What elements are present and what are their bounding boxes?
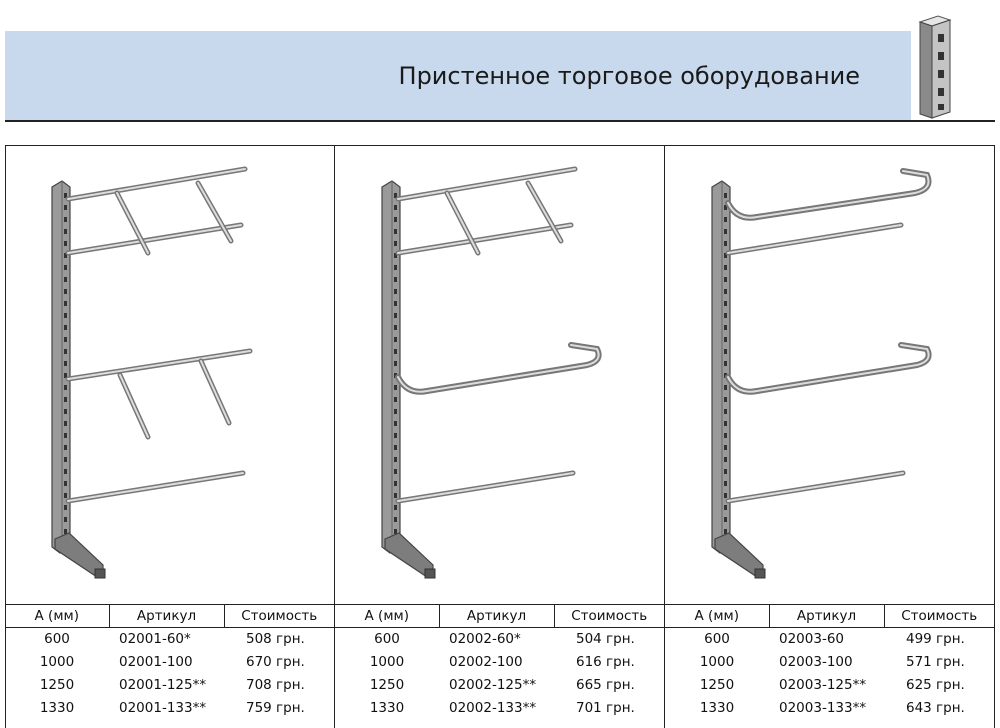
price-cell: 508 грн. bbox=[246, 631, 305, 648]
article-cell: 02001-100 bbox=[119, 654, 193, 670]
article-cell: 02001-60* bbox=[119, 631, 191, 648]
size-cell: 600 bbox=[44, 631, 70, 648]
column-header-size: А (мм) bbox=[335, 604, 439, 628]
header-divider bbox=[5, 120, 995, 122]
price-cell: 759 грн. bbox=[246, 700, 305, 716]
price-cell: 625 грн. bbox=[906, 677, 965, 693]
price-cell: 701 грн. bbox=[576, 700, 635, 716]
size-cell: 1330 bbox=[39, 700, 75, 716]
price-cell: 571 грн. bbox=[906, 654, 965, 670]
table-row: 600 02001-60* 508 грн. bbox=[5, 628, 334, 651]
size-cell: 1000 bbox=[699, 654, 735, 670]
price-cell: 499 грн. bbox=[906, 631, 965, 648]
size-cell: 600 bbox=[374, 631, 400, 648]
table-row: 1250 02002-125** 665 грн. bbox=[335, 674, 664, 697]
table-row: 1330 02001-133** 759 грн. bbox=[5, 697, 334, 720]
article-cell: 02003-133** bbox=[779, 700, 867, 716]
header-band bbox=[5, 31, 911, 120]
article-cell: 02002-100 bbox=[449, 654, 523, 670]
upright-rack-icon bbox=[918, 15, 952, 119]
price-cell: 665 грн. bbox=[576, 677, 635, 693]
column-header-article: Артикул bbox=[438, 604, 554, 628]
article-cell: 02003-125** bbox=[779, 677, 867, 693]
column-header-article: Артикул bbox=[768, 604, 884, 628]
catalog-frame bbox=[5, 145, 995, 728]
column-header-size: А (мм) bbox=[665, 604, 769, 628]
size-cell: 1330 bbox=[369, 700, 405, 716]
price-cell: 504 грн. bbox=[576, 631, 635, 648]
size-cell: 1330 bbox=[699, 700, 735, 716]
article-cell: 02002-125** bbox=[449, 677, 537, 693]
column-header-price: Стоимость bbox=[223, 604, 334, 628]
column-header-article: Артикул bbox=[108, 604, 224, 628]
table-row: 600 02003-60 499 грн. bbox=[665, 628, 994, 651]
table-row: 1000 02003-100 571 грн. bbox=[665, 651, 994, 674]
price-cell: 708 грн. bbox=[246, 677, 305, 693]
size-cell: 1250 bbox=[369, 677, 405, 693]
table-row: 1250 02003-125** 625 грн. bbox=[665, 674, 994, 697]
column-header-size: А (мм) bbox=[5, 604, 109, 628]
table-row: 600 02002-60* 504 грн. bbox=[335, 628, 664, 651]
size-cell: 600 bbox=[704, 631, 730, 648]
article-cell: 02003-60 bbox=[779, 631, 844, 648]
price-table-3: А (мм) Артикул Стоимость 600 02003-60 49… bbox=[665, 604, 994, 720]
column-header-price: Стоимость bbox=[883, 604, 994, 628]
article-cell: 02003-100 bbox=[779, 654, 853, 670]
price-table-1: А (мм) Артикул Стоимость 600 02001-60* 5… bbox=[5, 604, 334, 720]
product-panel-3: А (мм) Артикул Стоимость 600 02003-60 49… bbox=[664, 145, 994, 728]
size-cell: 1250 bbox=[39, 677, 75, 693]
size-cell: 1250 bbox=[699, 677, 735, 693]
size-cell: 1000 bbox=[39, 654, 75, 670]
product-panel-2: А (мм) Артикул Стоимость 600 02002-60* 5… bbox=[334, 145, 664, 728]
price-table-2: А (мм) Артикул Стоимость 600 02002-60* 5… bbox=[335, 604, 664, 720]
product-panel-1: А (мм) Артикул Стоимость 600 02001-60* 5… bbox=[5, 145, 335, 728]
wall-rack-illustration-3 bbox=[711, 168, 932, 579]
page-title: Пристенное торговое оборудование bbox=[398, 62, 860, 90]
price-cell: 616 грн. bbox=[576, 654, 635, 670]
article-cell: 02002-60* bbox=[449, 631, 521, 648]
table-row: 1330 02002-133** 701 грн. bbox=[335, 697, 664, 720]
column-header-price: Стоимость bbox=[553, 604, 664, 628]
wall-rack-illustration-1 bbox=[51, 166, 253, 579]
price-cell: 670 грн. bbox=[246, 654, 305, 670]
table-row: 1000 02002-100 616 грн. bbox=[335, 651, 664, 674]
article-cell: 02002-133** bbox=[449, 700, 537, 716]
table-row: 1330 02003-133** 643 грн. bbox=[665, 697, 994, 720]
table-row: 1250 02001-125** 708 грн. bbox=[5, 674, 334, 697]
wall-rack-illustration-2 bbox=[381, 166, 602, 579]
size-cell: 1000 bbox=[369, 654, 405, 670]
price-cell: 643 грн. bbox=[906, 700, 965, 716]
article-cell: 02001-125** bbox=[119, 677, 207, 693]
article-cell: 02001-133** bbox=[119, 700, 207, 716]
table-row: 1000 02001-100 670 грн. bbox=[5, 651, 334, 674]
